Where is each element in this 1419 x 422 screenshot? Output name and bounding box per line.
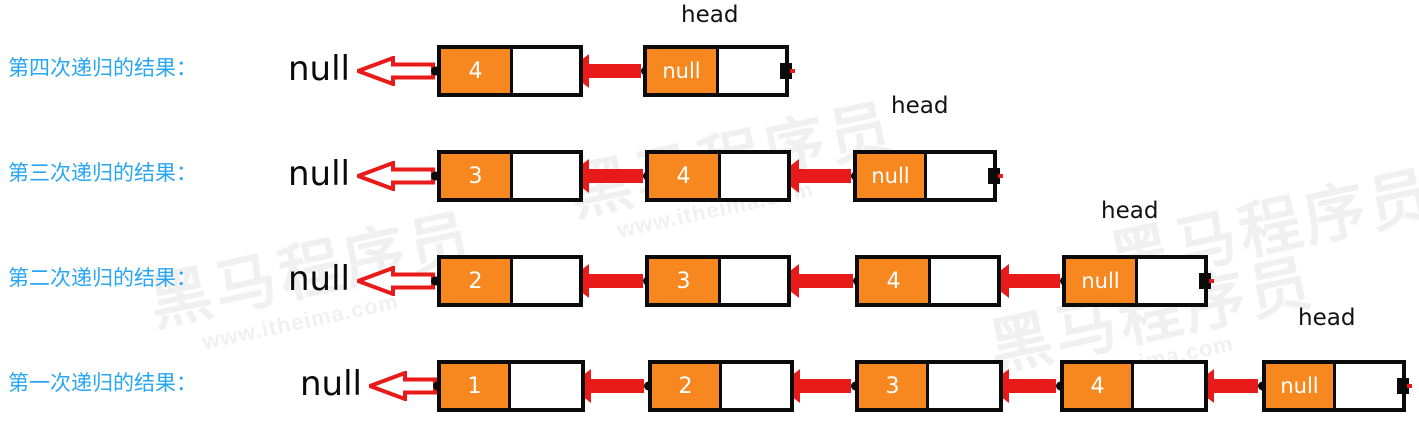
null-result-text: null [300, 364, 362, 404]
node-next-pointer [719, 49, 792, 93]
node-value: 4 [441, 49, 513, 93]
node-next-pointer [513, 259, 579, 303]
node-value: null [857, 154, 927, 198]
list-node: 2 [437, 255, 583, 307]
head-label: head [891, 93, 949, 119]
return-arrow-icon [357, 56, 440, 86]
pointer-dot-icon [431, 276, 440, 286]
next-pointer-arrow-icon [587, 169, 643, 183]
node-value: 3 [441, 154, 513, 198]
node-next-pointer [722, 364, 790, 408]
null-result-text: null [288, 49, 350, 89]
node-next-pointer [513, 154, 579, 198]
node-value: null [647, 49, 719, 93]
node-next-pointer [1138, 259, 1211, 303]
null-result-text: null [288, 154, 350, 194]
node-value: 4 [1064, 364, 1134, 408]
node-next-pointer [1134, 364, 1204, 408]
tail-pointer-dot-icon [780, 63, 792, 79]
node-next-pointer [721, 154, 787, 198]
node-value: null [1066, 259, 1138, 303]
list-node: 4 [855, 255, 1001, 307]
next-pointer-arrow-icon [587, 274, 643, 288]
head-label: head [1298, 305, 1356, 331]
null-result-text: null [288, 259, 350, 299]
next-pointer-arrow-icon [1007, 274, 1060, 288]
head-node: null [1062, 255, 1211, 307]
head-node: null [853, 150, 1000, 202]
row-label-4: 第一次递归的结果： [8, 371, 197, 395]
return-arrow-icon [357, 161, 440, 191]
next-pointer-arrow-icon [589, 379, 644, 393]
node-next-pointer [513, 49, 579, 93]
pointer-dot-icon [431, 66, 440, 76]
node-value: 2 [652, 364, 722, 408]
head-node: null [643, 45, 792, 97]
node-value: null [1266, 364, 1336, 408]
node-next-pointer [927, 154, 1000, 198]
node-next-pointer [929, 364, 999, 408]
tail-pointer-dot-icon [1397, 378, 1409, 394]
node-value: 3 [859, 364, 929, 408]
node-value: 4 [649, 154, 721, 198]
list-node: 3 [855, 360, 1003, 412]
node-next-pointer [1336, 364, 1409, 408]
next-pointer-arrow-icon [798, 379, 851, 393]
node-next-pointer [511, 364, 581, 408]
tail-pointer-dot-icon [988, 168, 1000, 184]
next-pointer-arrow-icon [587, 64, 641, 78]
head-label: head [1101, 198, 1159, 224]
row-label-2: 第三次递归的结果： [8, 161, 197, 185]
next-pointer-arrow-icon [1007, 379, 1056, 393]
next-pointer-arrow-icon [1212, 379, 1258, 393]
node-value: 1 [441, 364, 511, 408]
list-node: 4 [645, 150, 791, 202]
row-label-3: 第二次递归的结果： [8, 266, 197, 290]
node-next-pointer [721, 259, 787, 303]
tail-pointer-dot-icon [1199, 273, 1211, 289]
pointer-dot-icon [431, 171, 440, 181]
row-label-1: 第四次递归的结果： [8, 56, 197, 80]
list-node: 4 [437, 45, 583, 97]
head-node: null [1262, 360, 1409, 412]
head-label: head [681, 2, 739, 28]
node-value: 4 [859, 259, 931, 303]
list-node: 3 [437, 150, 583, 202]
list-node: 4 [1060, 360, 1208, 412]
return-arrow-icon [369, 371, 442, 401]
node-value: 2 [441, 259, 513, 303]
next-pointer-arrow-icon [797, 169, 851, 183]
next-pointer-arrow-icon [797, 274, 853, 288]
list-node: 3 [645, 255, 791, 307]
list-node: 2 [648, 360, 794, 412]
return-arrow-icon [357, 266, 440, 296]
list-node: 1 [437, 360, 585, 412]
node-next-pointer [931, 259, 997, 303]
node-value: 3 [649, 259, 721, 303]
